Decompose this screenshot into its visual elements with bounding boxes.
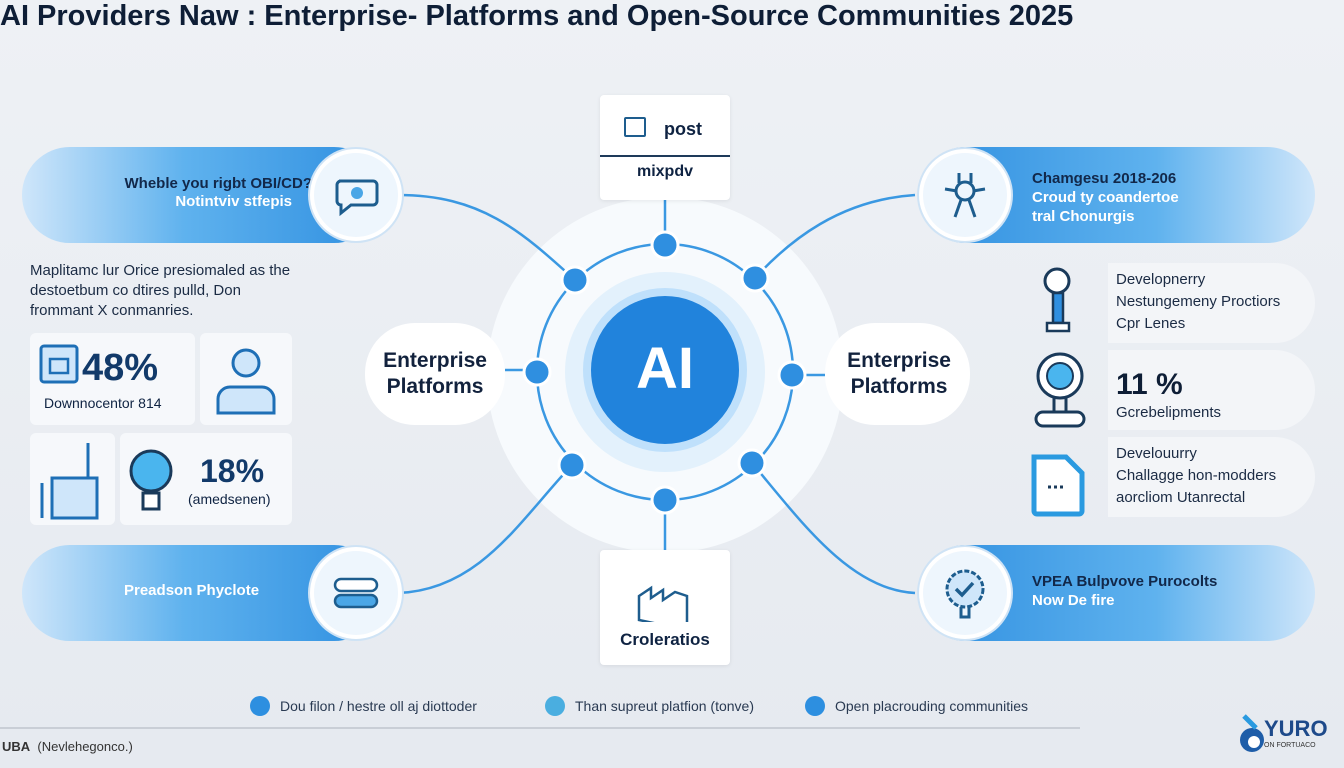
orbit-node [560,265,590,295]
right-label-bubble [825,323,970,425]
network-icon [919,149,1011,241]
divider [0,727,1080,729]
footer-source: UBA (Nevlehegonco.) [2,739,133,754]
pill-title: Chamgesu 2018-206 [1032,170,1177,187]
orbit-nodes [522,230,807,515]
stat-card-48: 48% Downnocentor 814 [30,333,195,425]
stat-label: Gcrebelipments [1116,404,1222,421]
stat-card-18: 18% (amedsenen) [120,433,292,525]
pill-subtitle: Now De fire [1032,592,1115,609]
bottom-box-label: Croleratios [620,630,710,649]
clipboard-icon [39,344,79,384]
stat-value: 11 % [1116,368,1183,401]
orbit-node [557,450,587,480]
list-icon [310,547,402,639]
orbit-node [737,448,767,478]
footer-logo: YURO ON FORTUACO [1238,710,1344,760]
top-box[interactable]: post mixpdv [600,95,730,200]
bar-chart-icon [40,443,99,520]
legend-item: Dou filon / hestre oll aj diottoder [250,696,477,716]
document-icon [1031,454,1085,517]
orbit-node [522,357,552,387]
pill-title: VPEA Bulpvove Purocolts [1032,573,1218,590]
webcam-icon [1034,352,1086,428]
pill-title: Preadson Phyclote [124,582,260,599]
person-card [200,333,292,425]
pill-title: Wheble you rigbt OBI/CD? [124,175,313,192]
check-badge-icon [919,547,1011,639]
orbit-node [740,263,770,293]
legend-dot [545,696,565,716]
chart-card [30,433,115,525]
legend-item: Than supreut platfion (tonve) [545,696,754,716]
orbit-node [650,485,680,515]
chat-bubble-gear-icon [310,149,402,241]
lightbulb-icon [129,449,173,511]
buildings-icon [637,585,689,622]
ai-core [583,288,747,452]
top-box-subtitle: mixpdv [600,155,730,181]
top-box-title: post [664,119,702,139]
left-label-bubble [365,323,505,425]
ai-core-label: AI [636,336,694,401]
stat-value: 18% [200,453,265,489]
stat-label: Downnocentor 814 [44,395,162,411]
pill-subtitle: Croud ty coandertoe [1032,189,1179,206]
pill-subtitle: Notintviv stfepis [175,193,292,210]
orbit-node [777,360,807,390]
image-icon [624,117,646,137]
legend-item: Open placrouding communities [805,696,1028,716]
legend-dot [250,696,270,716]
bottom-box[interactable]: Croleratios [600,550,730,665]
tool-icon [1043,267,1071,333]
orbit-node [650,230,680,260]
stat-value: 48% [82,347,159,389]
legend-dot [805,696,825,716]
pill-subtitle: tral Chonurgis [1032,208,1135,225]
page-title: AI Providers Naw : Enterprise- Platforms… [0,0,1074,32]
stat-label: (amedsenen) [188,491,271,507]
right-card-2: 11 % Gcrebelipments [1108,350,1315,430]
person-icon [216,348,276,415]
